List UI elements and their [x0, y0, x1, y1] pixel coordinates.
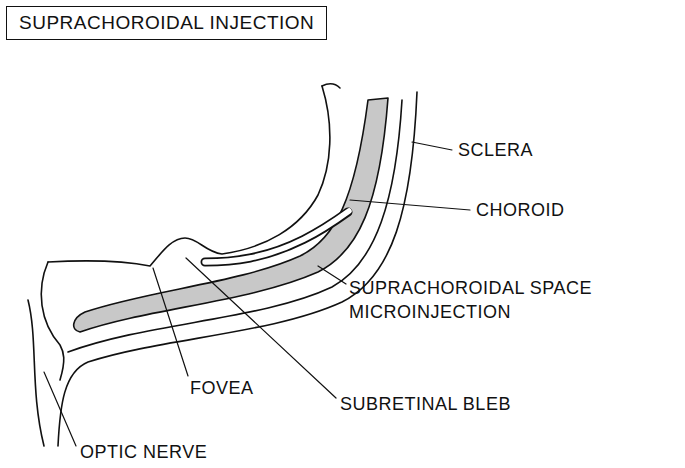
leader-line — [186, 258, 336, 398]
leader-line — [318, 266, 346, 284]
part-label: SUPRACHOROIDAL SPACE MICROINJECTION — [349, 276, 609, 324]
leader-line — [412, 142, 452, 150]
retina-edge — [322, 84, 340, 88]
leader-line — [153, 268, 188, 376]
optic-nerve-edge — [28, 300, 44, 446]
diagram-title: SUPRACHOROIDAL INJECTION — [6, 6, 327, 40]
retina-inner-surface — [48, 86, 330, 266]
leader-line — [350, 200, 470, 210]
injection-needle — [205, 211, 349, 262]
optic-nerve-edge — [41, 262, 64, 380]
choroid-band — [74, 98, 388, 332]
part-label: FOVEA — [190, 376, 310, 400]
part-label: CHOROID — [476, 198, 676, 222]
injection-needle — [205, 212, 348, 262]
leader-line — [44, 372, 76, 446]
sclera-outer-surface — [58, 92, 417, 446]
part-label: SUBRETINAL BLEB — [340, 392, 590, 416]
part-label: OPTIC NERVE — [80, 440, 280, 464]
part-label: SCLERA — [458, 138, 658, 162]
